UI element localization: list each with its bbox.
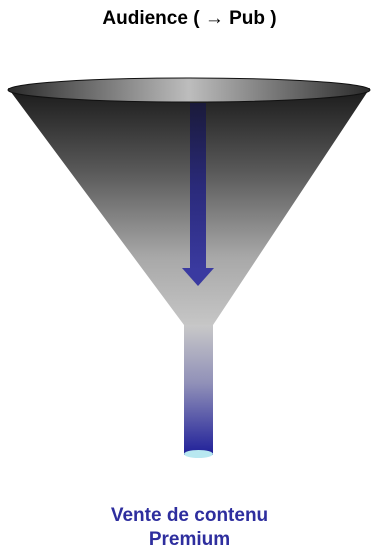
spout-opening (184, 450, 213, 458)
funnel-spout (184, 325, 213, 455)
funnel-cone (8, 88, 370, 330)
funnel-caption: Vente de contenu Premium (0, 504, 379, 552)
funnel-rim (8, 78, 370, 102)
caption-line-1: Vente de contenu (0, 504, 379, 528)
caption-line-2: Premium (0, 528, 379, 552)
